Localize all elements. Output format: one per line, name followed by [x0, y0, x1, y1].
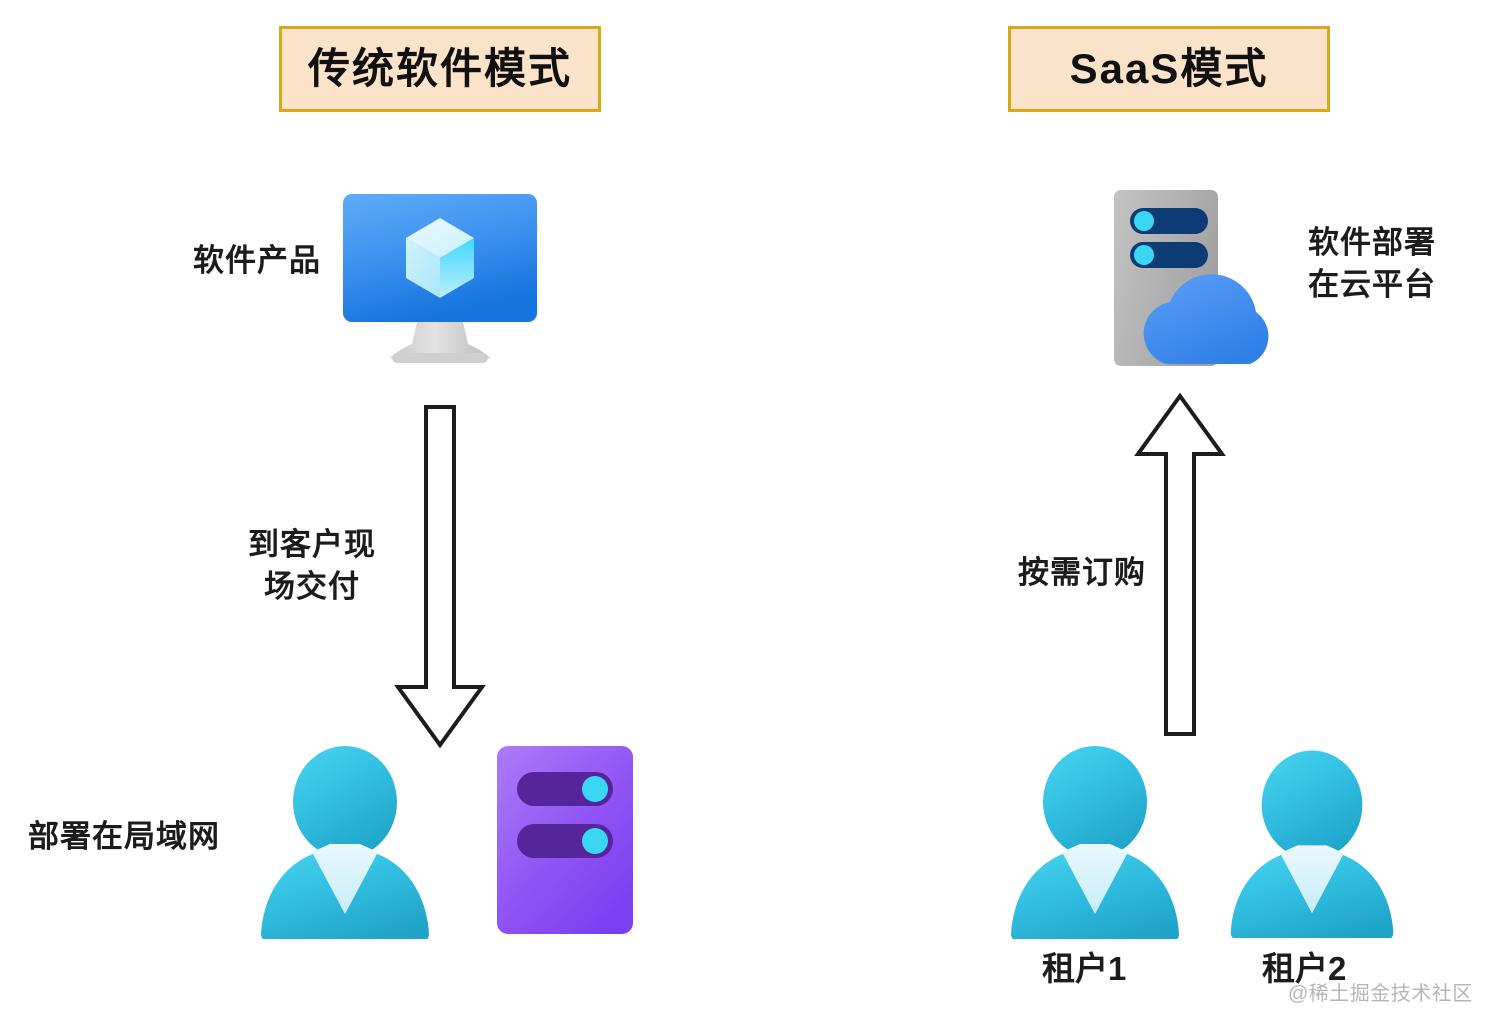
- label-subscription-flow: 按需订购: [1018, 555, 1146, 590]
- panel-title-saas: SaaS模式: [1008, 26, 1330, 112]
- person-icon-lan-client: [261, 746, 429, 939]
- person-icon-tenant-1: [1011, 746, 1179, 939]
- delivery-arrow-down-icon: [394, 405, 486, 749]
- server-rack-icon: [497, 746, 633, 934]
- label-software-product: 软件产品: [193, 243, 321, 278]
- label-tenant-2: 租户2: [1262, 950, 1347, 987]
- label-lan-deployment: 部署在局域网: [28, 819, 220, 854]
- person-icon-tenant-2: [1230, 750, 1394, 938]
- watermark: @稀土掘金技术社区: [1288, 983, 1473, 1005]
- subscription-arrow-up-icon: [1134, 392, 1226, 736]
- label-delivery-flow: 到客户现 场交付: [248, 527, 376, 604]
- monitor-cube-icon: [343, 194, 537, 363]
- panel-title-traditional: 传统软件模式: [279, 26, 601, 112]
- label-tenant-1: 租户1: [1042, 950, 1127, 987]
- label-cloud-deployment: 软件部署 在云平台: [1308, 225, 1436, 302]
- cloud-server-icon: [1114, 190, 1269, 366]
